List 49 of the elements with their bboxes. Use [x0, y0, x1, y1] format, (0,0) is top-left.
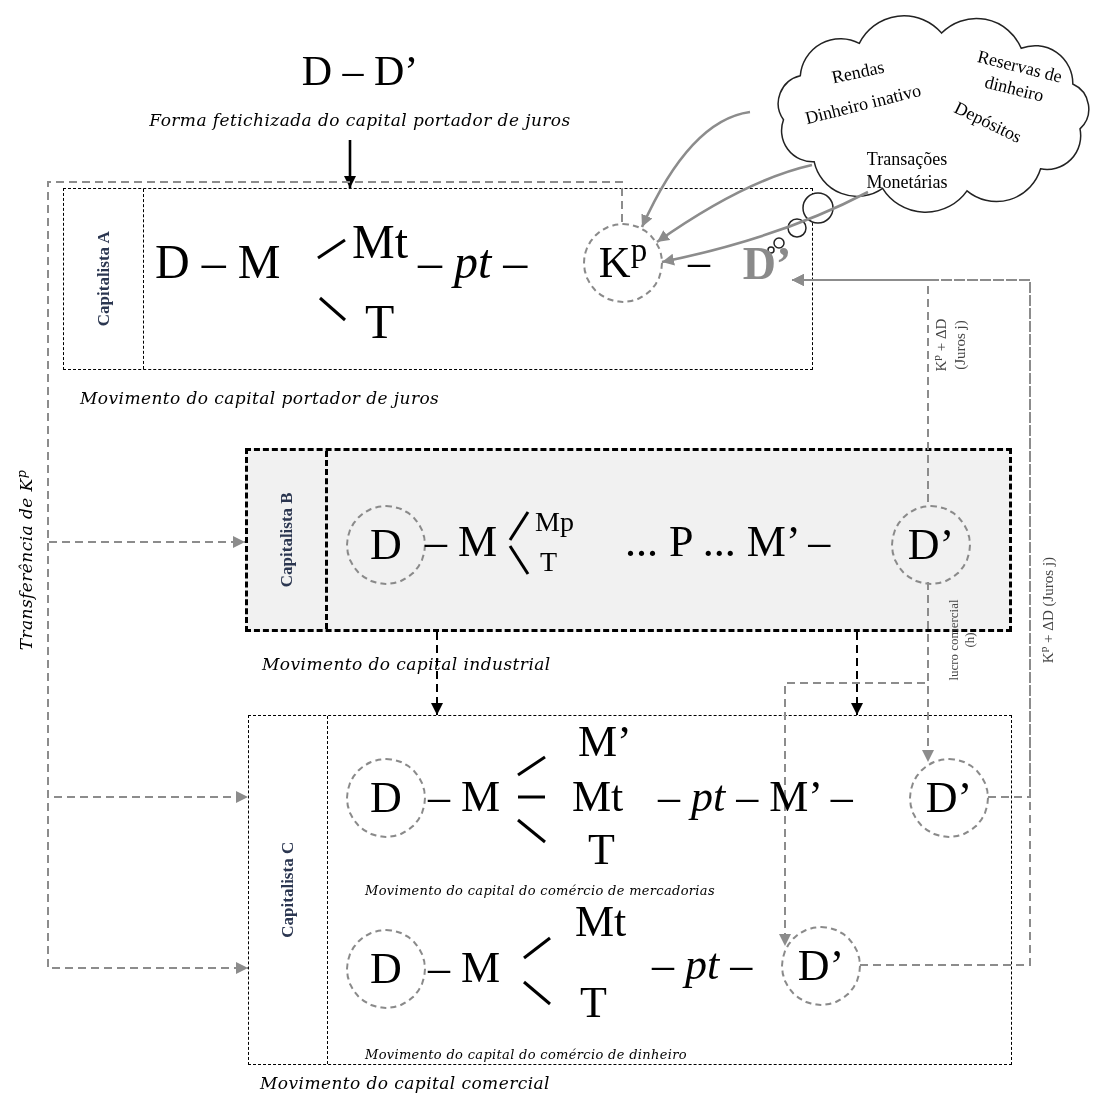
caption-text: Movimento do capital portador de juros — [80, 387, 440, 410]
edge-label: lucro comercial (h) — [946, 598, 979, 683]
circled-term: D’ — [781, 926, 861, 1006]
circled-term: D — [346, 929, 426, 1009]
arrow — [791, 274, 1031, 966]
formula-text: Mt — [352, 218, 408, 266]
circled-term: D’ — [891, 505, 971, 585]
circled-term: D — [346, 505, 426, 585]
formula-text: – — [688, 240, 710, 284]
capitalist-name: Capitalista A — [92, 231, 114, 327]
arrow — [661, 190, 869, 266]
caption-text: Forma fetichizada do capital portador de juros — [149, 109, 571, 132]
arrow — [431, 631, 443, 716]
capitalist-panel — [248, 715, 1012, 1065]
formula-text: T — [365, 298, 395, 346]
formula-heading: D – D’ — [301, 50, 419, 92]
caption-text: Movimento do capital do comércio de dinheiro — [365, 1045, 687, 1064]
formula-text: Mt — [575, 900, 627, 944]
capitalist-name: Capitalista B — [275, 492, 297, 588]
formula-text: T — [588, 828, 615, 872]
cloud-text: Rendas — [828, 55, 887, 88]
formula-text: D – M — [155, 238, 281, 286]
caption-text: Movimento do capital do comércio de mercadorias — [365, 881, 715, 900]
formula-text: Mt — [572, 775, 624, 819]
formula-text: Mp — [535, 508, 574, 536]
caption-text: Movimento do capital comercial — [260, 1072, 550, 1095]
cloud-text: Reservas de dinheiro — [975, 45, 1066, 106]
formula-text: M’ — [578, 720, 632, 764]
arrow — [640, 110, 751, 228]
formula-text: ... P ... M’ – — [625, 520, 831, 564]
arrow — [851, 631, 863, 716]
caption-text: Movimento do capital industrial — [262, 653, 551, 676]
formula-text: – M — [425, 520, 498, 564]
formula-term: D’ — [741, 237, 793, 291]
formula-text: – pt – — [418, 238, 528, 286]
cloud-text: Transações Monetárias — [865, 148, 949, 193]
formula-text: – pt – M’ – — [658, 775, 853, 819]
circled-term: K$^{p}$ — [583, 223, 663, 303]
circled-term: D — [346, 758, 426, 838]
formula-text: – pt – — [652, 943, 753, 987]
formula-text: T — [540, 548, 558, 576]
arrow — [344, 140, 356, 188]
capitalist-name: Capitalista C — [277, 842, 299, 938]
arrow — [656, 163, 813, 244]
arrow — [47, 181, 623, 974]
formula-text: – M — [428, 775, 501, 819]
formula-text: T — [580, 981, 607, 1025]
circled-term: D’ — [909, 758, 989, 838]
formula-text: – M — [428, 946, 501, 990]
